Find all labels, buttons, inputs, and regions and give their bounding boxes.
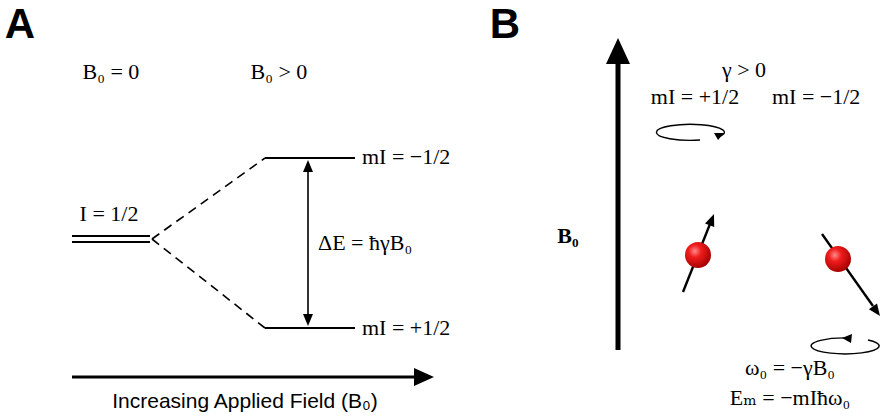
arrowhead bbox=[705, 214, 714, 227]
precession-path bbox=[811, 338, 879, 354]
degenerate-level bbox=[72, 241, 150, 243]
arrowhead bbox=[303, 314, 313, 326]
arrowhead bbox=[606, 38, 630, 64]
nucleus bbox=[825, 246, 851, 272]
energy-level bbox=[265, 157, 355, 159]
energy-gap-label: ΔE = ħγB₀ bbox=[318, 230, 412, 255]
arrowhead bbox=[842, 334, 852, 343]
energy-level bbox=[265, 327, 355, 329]
arrowhead bbox=[414, 368, 434, 386]
arrowhead bbox=[714, 133, 724, 140]
degenerate-level bbox=[72, 235, 150, 237]
arrowhead bbox=[869, 303, 880, 316]
panel-letter: B bbox=[490, 3, 520, 45]
nucleus bbox=[685, 242, 711, 268]
arrowhead bbox=[303, 160, 313, 172]
spin-state-label: mI = −1/2 bbox=[772, 84, 860, 109]
field-condition: B₀ = 0 bbox=[83, 59, 140, 84]
condition-label: γ > 0 bbox=[722, 57, 766, 82]
field-arrow bbox=[616, 60, 621, 350]
panel-letter: A bbox=[5, 3, 35, 45]
precession-path bbox=[656, 124, 724, 140]
spin-vector bbox=[822, 234, 873, 306]
spin-state-label: mI = +1/2 bbox=[651, 84, 739, 109]
equation: Eₘ = −mIħω₀ bbox=[730, 385, 850, 410]
equation: ω₀ = −γB₀ bbox=[745, 355, 835, 380]
axis-label: Increasing Applied Field (B₀) bbox=[112, 389, 378, 413]
energy-gap-arrow bbox=[307, 170, 309, 316]
field-label: B₀ bbox=[557, 223, 578, 248]
level-label: mI = −1/2 bbox=[362, 144, 450, 169]
field-condition: B₀ > 0 bbox=[251, 59, 308, 84]
spin-quantum-number: I = 1/2 bbox=[80, 201, 139, 226]
split-line bbox=[152, 239, 265, 328]
level-label: mI = +1/2 bbox=[362, 315, 450, 340]
split-line bbox=[152, 158, 265, 239]
field-axis-arrow bbox=[72, 376, 418, 379]
spin-vector bbox=[683, 224, 710, 292]
